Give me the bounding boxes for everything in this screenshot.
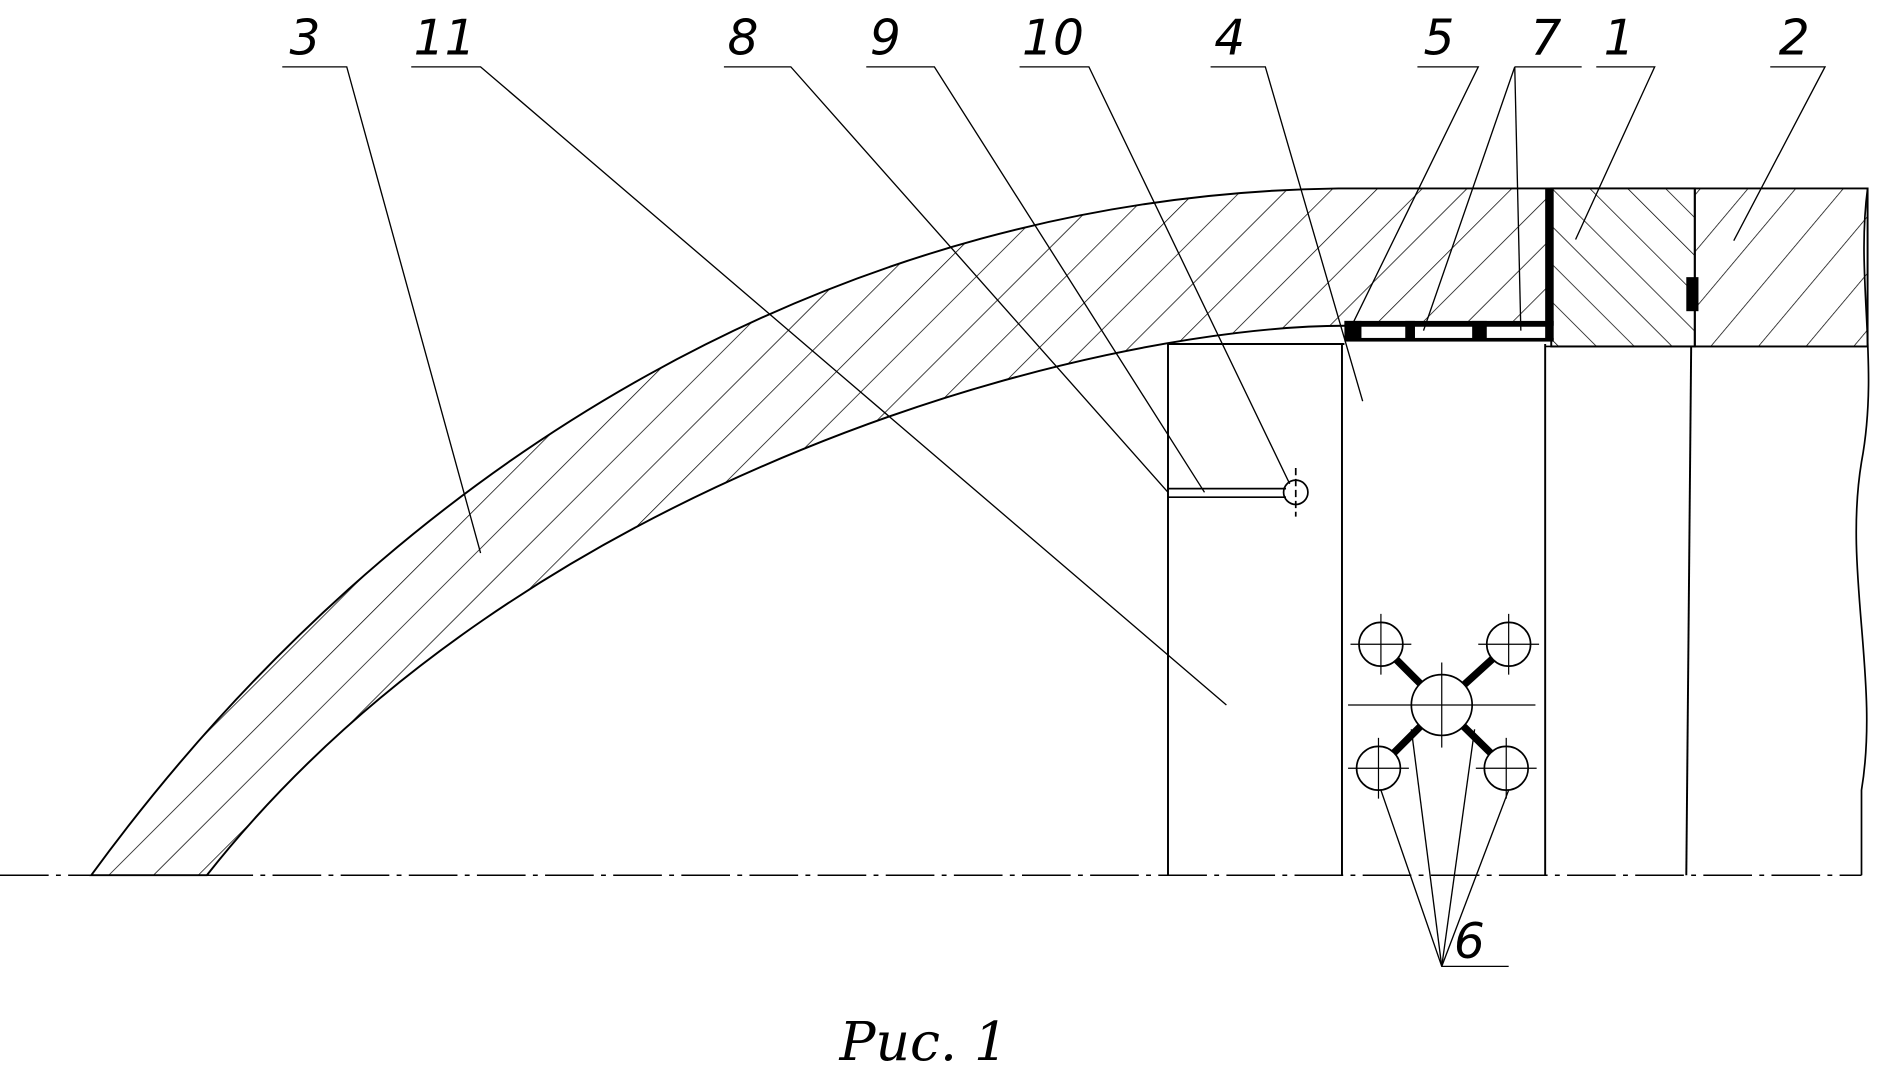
figure-caption: Рис. 1 — [838, 1010, 1008, 1073]
label-1: 1 — [1604, 11, 1635, 67]
openings-6 — [1348, 613, 1540, 799]
leader-lines — [282, 66, 1827, 968]
label-5: 5 — [1424, 11, 1455, 67]
label-3: 3 — [290, 11, 321, 67]
shell-part-2 — [1693, 187, 1869, 348]
break-line — [1855, 188, 1870, 876]
label-11: 11 — [414, 11, 476, 67]
pin-9-10 — [1168, 467, 1309, 517]
walls — [1167, 343, 1693, 876]
seal-7 — [1344, 188, 1699, 342]
label-8: 8 — [728, 11, 759, 67]
label-10: 10 — [1022, 11, 1084, 67]
label-7: 7 — [1531, 11, 1562, 67]
label-4: 4 — [1214, 11, 1245, 67]
label-2: 2 — [1779, 11, 1810, 67]
dome-part-3 — [89, 187, 1553, 877]
ring-part-1 — [1550, 187, 1696, 348]
label-6: 6 — [1454, 914, 1485, 970]
label-9: 9 — [870, 11, 901, 67]
